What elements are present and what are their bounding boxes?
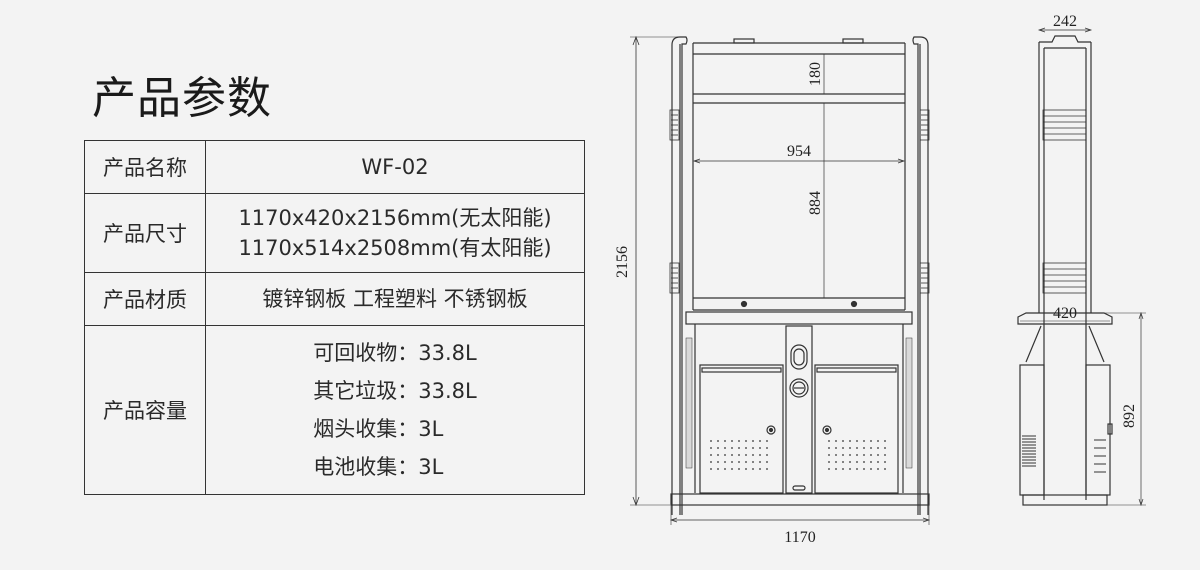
- capacity-cigarette: 烟头收集：3L: [313, 417, 444, 441]
- spec-key: 产品容量: [84, 325, 206, 495]
- size-no-solar: 1170x420x2156mm(无太阳能): [238, 206, 552, 230]
- size-with-solar: 1170x514x2508mm(有太阳能): [238, 236, 552, 260]
- table-row: 产品容量 可回收物：33.8L 其它垃圾：33.8L 烟头收集：3L 电池收集：…: [84, 325, 585, 495]
- dim-top-width: 242: [1053, 13, 1077, 30]
- dim-base-width: 420: [1053, 305, 1077, 322]
- table-row: 产品材质 镀锌钢板 工程塑料 不锈钢板: [84, 272, 585, 326]
- material: 镀锌钢板 工程塑料 不锈钢板: [262, 287, 528, 311]
- spec-key: 产品名称: [84, 140, 206, 194]
- capacity-recyclable: 可回收物：33.8L: [313, 341, 477, 365]
- capacity-other: 其它垃圾：33.8L: [313, 379, 477, 403]
- dim-total-height: 2156: [614, 246, 631, 278]
- dim-top-panel: 180: [807, 62, 824, 86]
- spec-value: 镀锌钢板 工程塑料 不锈钢板: [205, 272, 585, 326]
- dim-display-width: 954: [787, 143, 811, 160]
- page-title: 产品参数: [92, 73, 272, 124]
- capacity-battery: 电池收集：3L: [313, 455, 444, 479]
- side-view: 242 420 892: [1017, 13, 1146, 507]
- dim-lower-height: 892: [1121, 404, 1138, 428]
- table-row: 产品名称 WF-02: [84, 140, 585, 194]
- spec-value: WF-02: [205, 140, 585, 194]
- spec-value: 可回收物：33.8L 其它垃圾：33.8L 烟头收集：3L 电池收集：3L: [205, 325, 585, 495]
- dim-total-width: 1170: [784, 529, 815, 546]
- spec-key: 产品尺寸: [84, 193, 206, 273]
- product-name: WF-02: [361, 155, 429, 179]
- spec-table: 产品名称 WF-02 产品尺寸 1170x420x2156mm(无太阳能) 11…: [84, 140, 585, 495]
- front-view: 2156 180 954: [614, 35, 931, 546]
- dim-display-height: 884: [807, 191, 824, 215]
